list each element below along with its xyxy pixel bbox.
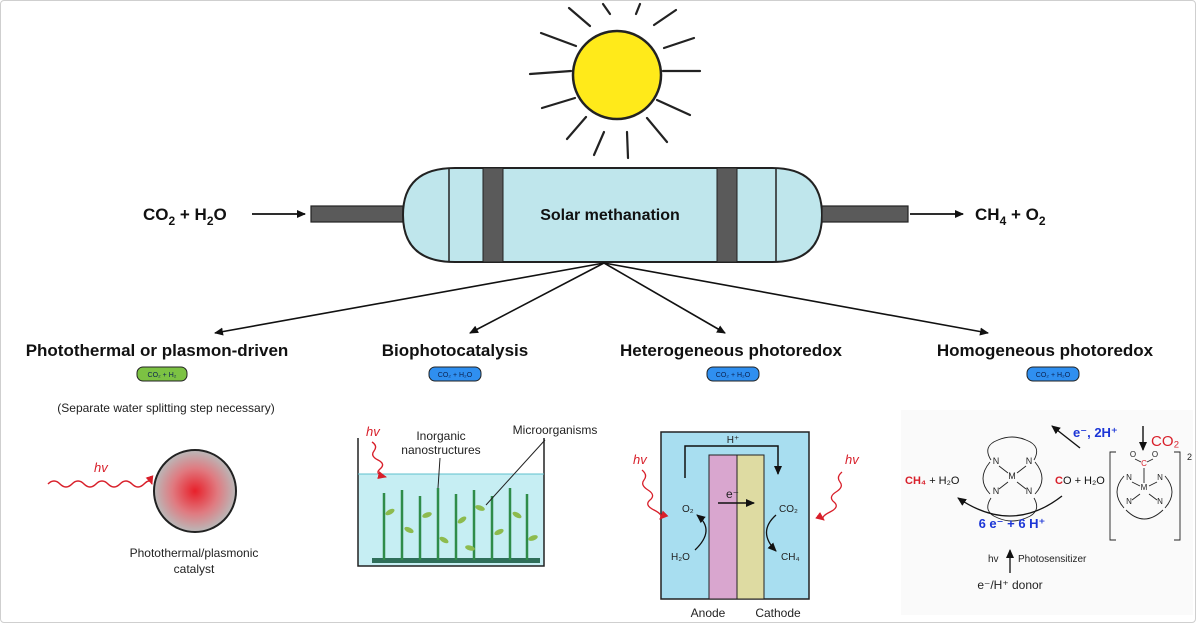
co-h2o-intermediate: CO + H₂O bbox=[1055, 475, 1105, 487]
pill-photothermal: CO₂ + H₂ bbox=[136, 366, 188, 382]
reactor-band-left bbox=[482, 167, 504, 263]
ch4-label: CH₄ bbox=[781, 552, 800, 563]
co2-input: CO₂ bbox=[1151, 433, 1180, 450]
svg-text:O: O bbox=[1152, 450, 1158, 459]
cathode-label: Cathode bbox=[755, 606, 801, 620]
hv-label-bio: hv bbox=[366, 424, 381, 439]
photoelectrochemical-cell bbox=[660, 431, 810, 600]
svg-text:N: N bbox=[1026, 456, 1033, 466]
electrons-top: e⁻, 2H⁺ bbox=[1073, 425, 1118, 440]
proton-path bbox=[684, 445, 782, 478]
catalyst-label-line1: Photothermal/plasmonic bbox=[130, 546, 259, 560]
ch4-h2o-product: CH₄ + H₂O bbox=[905, 475, 960, 487]
svg-text:N: N bbox=[1126, 497, 1132, 506]
reactor-vessel: Solar methanation bbox=[401, 167, 824, 263]
light-wave-right bbox=[815, 471, 843, 521]
bioreactor-tank bbox=[357, 438, 545, 567]
label-microorganisms: Microorganisms bbox=[513, 423, 598, 437]
h2o-label: H₂O bbox=[671, 552, 690, 563]
label-inorganic-2: nanostructures bbox=[401, 443, 480, 457]
svg-text:CO₂ + H₂O: CO₂ + H₂O bbox=[438, 372, 473, 379]
svg-text:O: O bbox=[1130, 450, 1136, 459]
svg-text:N: N bbox=[993, 486, 1000, 496]
note-water-splitting: (Separate water splitting step necessary… bbox=[57, 401, 274, 415]
light-wave-bio bbox=[371, 441, 387, 479]
output-products: CH4 + O2 bbox=[975, 205, 1046, 228]
outlet-pipe bbox=[821, 205, 909, 223]
svg-text:C: C bbox=[1141, 459, 1147, 468]
sun-icon bbox=[528, 2, 702, 160]
branch-arrows bbox=[214, 262, 989, 336]
o2-label: O₂ bbox=[682, 504, 694, 515]
catalyst-label-line2: catalyst bbox=[174, 562, 215, 576]
proton-label: H⁺ bbox=[727, 435, 740, 446]
svg-text:N: N bbox=[1157, 497, 1163, 506]
input-reactants: CO2 + H2O bbox=[143, 205, 227, 228]
anode-label: Anode bbox=[691, 606, 726, 620]
electron-label: e⁻ bbox=[726, 487, 739, 501]
svg-text:CO₂ + H₂O: CO₂ + H₂O bbox=[716, 372, 751, 379]
heading-heterogeneous: Heterogeneous photoredox bbox=[620, 341, 843, 360]
reactor-title: Solar methanation bbox=[540, 207, 680, 224]
cathode-electrode bbox=[736, 454, 765, 600]
svg-text:M: M bbox=[1008, 471, 1016, 481]
light-wave-photothermal bbox=[47, 475, 154, 488]
svg-text:CO₂ + H₂: CO₂ + H₂ bbox=[148, 372, 177, 379]
light-wave-left bbox=[641, 469, 669, 520]
heading-biophotocatalysis: Biophotocatalysis bbox=[382, 341, 528, 360]
anode-electrode bbox=[708, 454, 738, 600]
catalytic-cycle-arc bbox=[957, 495, 1063, 517]
photosensitizer-label: Photosensitizer bbox=[1018, 554, 1087, 565]
hv-label-right: hv bbox=[845, 452, 860, 467]
hv-label-homogeneous: hv bbox=[988, 554, 999, 565]
co2-label: CO₂ bbox=[779, 504, 798, 515]
svg-text:N: N bbox=[1157, 473, 1163, 482]
hv-label-photothermal: hv bbox=[94, 460, 109, 475]
reactor-band-right bbox=[716, 167, 738, 263]
inlet-pipe bbox=[310, 205, 404, 223]
svg-text:N: N bbox=[993, 456, 1000, 466]
svg-text:CO₂ + H₂O: CO₂ + H₂O bbox=[1036, 372, 1071, 379]
svg-text:2: 2 bbox=[1187, 452, 1192, 462]
label-inorganic-1: Inorganic bbox=[416, 429, 465, 443]
svg-text:CH4 + O2: CH4 + O2 bbox=[975, 205, 1046, 228]
svg-text:CO2 + H2O: CO2 + H2O bbox=[143, 205, 227, 228]
pill-heterogeneous: CO₂ + H₂O bbox=[706, 366, 760, 382]
heading-homogeneous: Homogeneous photoredox bbox=[937, 341, 1154, 360]
svg-text:M: M bbox=[1141, 483, 1148, 492]
pill-homogeneous: CO₂ + H₂O bbox=[1026, 366, 1080, 382]
catalyst-sphere bbox=[153, 449, 237, 533]
nanowire-array bbox=[382, 488, 529, 560]
svg-text:N: N bbox=[1126, 473, 1132, 482]
hv-label-left: hv bbox=[633, 452, 648, 467]
microorganisms bbox=[385, 505, 538, 551]
homogeneous-panel-bg bbox=[901, 410, 1193, 615]
heading-photothermal: Photothermal or plasmon-driven bbox=[26, 341, 289, 360]
metal-complex-right: C O O M N N N N 2 bbox=[1109, 450, 1192, 541]
metal-complex-left: M N N N N bbox=[982, 436, 1043, 522]
svg-text:N: N bbox=[1026, 486, 1033, 496]
electrons-bottom: 6 e⁻ + 6 H⁺ bbox=[979, 516, 1046, 531]
pill-biophotocatalysis: CO₂ + H₂O bbox=[428, 366, 482, 382]
donor-label: e⁻/H⁺ donor bbox=[977, 578, 1042, 592]
